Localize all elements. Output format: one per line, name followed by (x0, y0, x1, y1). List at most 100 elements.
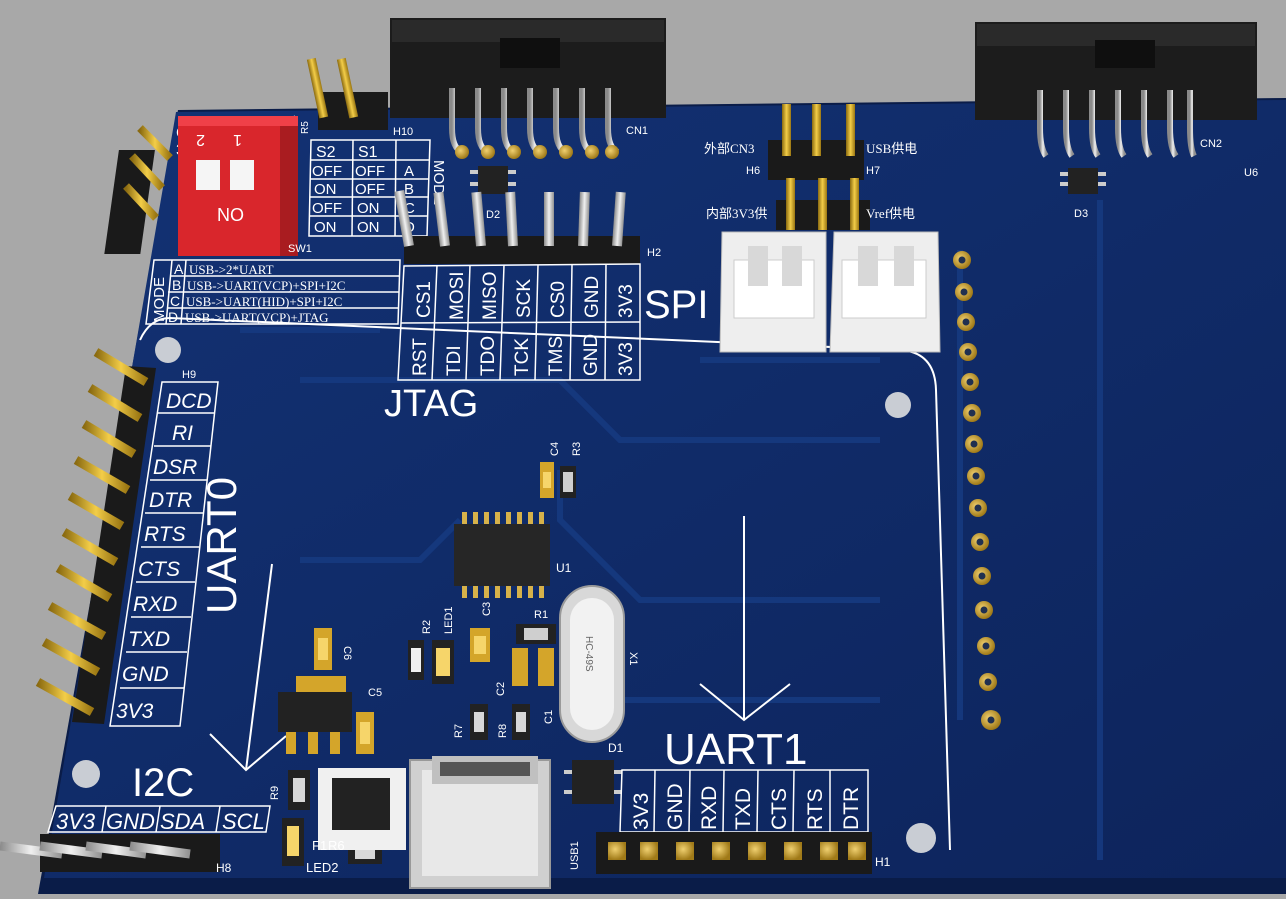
uart1-pin-txd: TXD (732, 788, 755, 830)
mode-row-d-s2: ON (314, 219, 337, 236)
uart0-label: UART0 (198, 477, 245, 614)
mode-desc-d-text: USB->UART(VCP)+JTAG (185, 310, 329, 325)
h10-label: H10 (393, 126, 413, 138)
u1-chip[interactable] (454, 512, 550, 598)
uart0-pin-dcd: DCD (166, 390, 212, 413)
mode-desc-table (145, 259, 401, 325)
jtag-label: JTAG (384, 383, 478, 425)
uart1-pin-gnd: GND (664, 783, 687, 830)
r2-label: R2 (421, 620, 433, 634)
spi-pin-3v3: 3V3 (616, 284, 637, 318)
mode-row-c-s1: ON (357, 200, 380, 217)
spi-jtag-grid (397, 263, 641, 381)
d3-label: D3 (1074, 208, 1088, 220)
uart0-table (109, 381, 219, 727)
jtag-pin-tck: TCK (512, 338, 533, 376)
h1-header (596, 832, 872, 874)
h1-label: H1 (875, 855, 891, 869)
x1-marking: HC-49S (583, 636, 594, 672)
mode-row-d-s1: ON (357, 219, 380, 236)
h2-label: H2 (647, 247, 661, 259)
h10-header (306, 57, 388, 130)
h7-label: H7 (866, 165, 880, 177)
spi-pin-cs0: CS0 (548, 281, 569, 318)
r8-label: R8 (497, 724, 509, 738)
jtag-pin-3v3: 3V3 (616, 342, 637, 376)
usb-c-connector[interactable] (409, 756, 551, 889)
r6-label: R6 (328, 838, 345, 853)
uart0-pin-dsr: DSR (153, 456, 197, 479)
arrow-uart1 (699, 516, 791, 722)
i2c-pin-gnd: GND (106, 809, 155, 834)
h9-label: H9 (182, 369, 196, 381)
h2-header (394, 189, 640, 264)
x1-crystal (559, 585, 625, 743)
mode-row-b-s1: OFF (355, 181, 385, 198)
d3-chip (1060, 168, 1106, 194)
mode-header-s2: S2 (316, 144, 336, 161)
mode-desc-title: MODE (151, 277, 168, 322)
led1-label: LED1 (443, 606, 455, 634)
jtag-pin-rst: RST (410, 338, 431, 376)
r5-label: R5 (300, 121, 311, 134)
power-select-headers (768, 104, 870, 230)
mode-header-pins (104, 125, 173, 254)
i2c-pin-sda: SDA (160, 809, 205, 834)
arrow-i2c (209, 563, 287, 772)
uart1-pin-rts: RTS (804, 788, 827, 830)
i2c-pin-scl: SCL (222, 809, 265, 834)
uart0-pin-gnd: GND (122, 663, 169, 686)
dip-switch[interactable] (178, 116, 298, 256)
uart1-pin-rxd: RXD (698, 786, 721, 830)
uart0-pin-rts: RTS (144, 523, 186, 546)
usb-power-label: USB供电 (866, 141, 917, 156)
cn2-label: CN2 (1200, 138, 1222, 150)
d1-chip (564, 760, 622, 804)
mode-header-s1: S1 (358, 144, 378, 161)
pad-column (953, 251, 1001, 730)
jst-connectors (719, 231, 941, 353)
d2-label: D2 (486, 209, 500, 221)
r3-label: R3 (571, 442, 583, 456)
jtag-pin-tdo: TDO (478, 336, 499, 376)
spi-pin-cs1: CS1 (414, 281, 435, 318)
switch-on-label: ON (217, 204, 244, 224)
uart1-pin-3v3: 3V3 (630, 793, 653, 830)
h8-header (0, 834, 220, 872)
int-3v3-label: 内部3V3供 (706, 206, 767, 221)
mode-row-b-s2: ON (314, 181, 337, 198)
x1-label: X1 (627, 652, 639, 665)
uart0-pin-txd: TXD (128, 628, 170, 651)
d1-label: D1 (608, 741, 624, 755)
c6-label: C6 (341, 646, 353, 660)
spi-label: SPI (644, 283, 708, 327)
c5-label: C5 (368, 687, 382, 699)
r7-label: R7 (453, 724, 465, 738)
mode-row-a-s2: OFF (312, 163, 342, 180)
mode-desc-b-text: USB->UART(VCP)+SPI+I2C (187, 278, 345, 293)
mode-row-c-s2: OFF (312, 200, 342, 217)
h6-label: H6 (746, 165, 760, 177)
switch-pos-1: 1 (233, 131, 242, 148)
sw1-label: SW1 (288, 243, 312, 255)
spi-pin-miso: MISO (480, 271, 501, 320)
u6-label: U6 (1244, 167, 1258, 179)
c2-label: C2 (495, 682, 507, 696)
r1-label: R1 (534, 609, 548, 621)
f1-label: F1 (312, 838, 327, 853)
i2c-label: I2C (132, 761, 194, 805)
mode-desc-b-id: B (172, 277, 181, 293)
cn2-box-header (975, 22, 1257, 158)
uart0-pin-3v3: 3V3 (116, 700, 154, 723)
jtag-pin-tdi: TDI (444, 345, 465, 376)
jtag-pin-gnd: GND (581, 334, 602, 376)
c1-label: C1 (543, 710, 555, 724)
spi-pin-sck: SCK (514, 279, 535, 318)
uart1-pin-cts: CTS (768, 788, 791, 830)
mode-desc-c-text: USB->UART(HID)+SPI+I2C (186, 294, 342, 309)
i2c-pin-3v3: 3V3 (56, 809, 96, 834)
uart0-pin-cts: CTS (138, 558, 180, 581)
mode-row-b-id: B (404, 181, 414, 198)
mode-desc-a-text: USB->2*UART (189, 262, 274, 277)
uart1-pin-dtr: DTR (840, 787, 863, 830)
